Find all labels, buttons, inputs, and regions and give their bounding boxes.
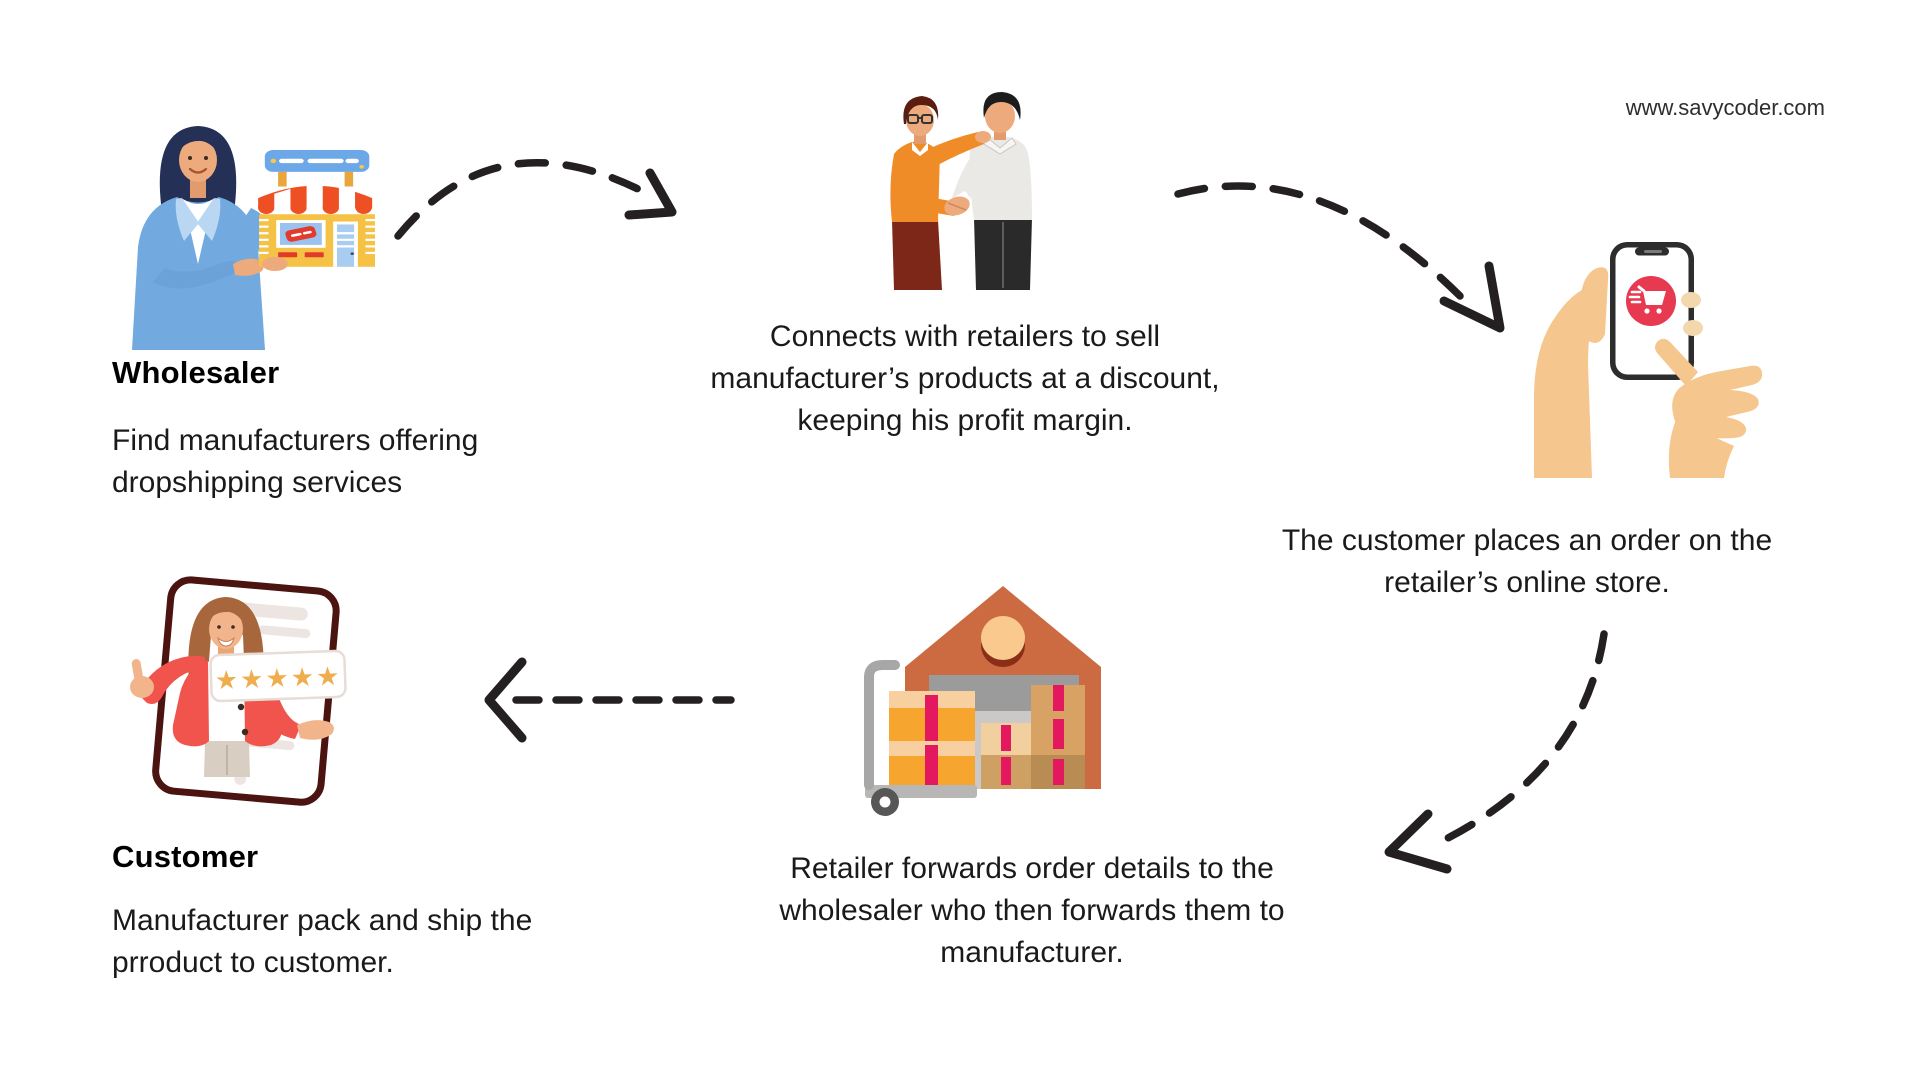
wholesaler-illustration [132,126,376,350]
arrow-forward-to-customer [484,657,735,743]
watermark: www.savycoder.com [1625,95,1825,120]
forward-description: Retailer forwards order details to the w… [779,852,1285,969]
glasses-icon [907,114,933,124]
holding-hand-icon [1534,290,1598,478]
arrow-wholesaler-to-retailer [394,158,677,240]
order-description: The customer places an order on the reta… [1281,524,1773,599]
arrow-retailer-to-order [1174,182,1505,333]
trolley-boxes-icon [889,691,975,789]
wholesaler-woman-icon [132,126,279,350]
handshake-hands-icon [944,196,970,216]
five-star-rating-card: ★★★★★ [209,649,347,703]
warehouse-illustration [864,586,1101,816]
pointing-hand-icon [1655,338,1763,478]
holding-hand [262,257,288,271]
stacked-boxes-icon [981,685,1085,789]
customer-description: Manufacturer pack and ship the prroduct … [112,904,533,979]
handshake-illustration [890,92,1032,290]
connect-description: Connects with retailers to sell manufact… [710,320,1220,437]
thumbs-up-icon [131,659,144,683]
wholesaler-title: Wholesaler [112,355,280,390]
arrow-order-to-forward [1384,630,1608,874]
cart-badge-icon [1626,276,1676,326]
wholesaler-description: Find manufacturers offering dropshipping… [112,424,479,499]
order-illustration [1534,242,1763,478]
storefront-icon [258,150,376,267]
retailer-man-icon [952,92,1032,290]
star-rating-text: ★★★★★ [214,662,342,696]
customer-illustration: ★★★★★ [130,576,347,806]
discount-ticket-icon [285,226,317,242]
wholesaler-man-icon [890,96,991,290]
hand-trolley-icon [864,660,977,816]
thumb [1579,267,1609,343]
customer-title: Customer [112,839,259,874]
